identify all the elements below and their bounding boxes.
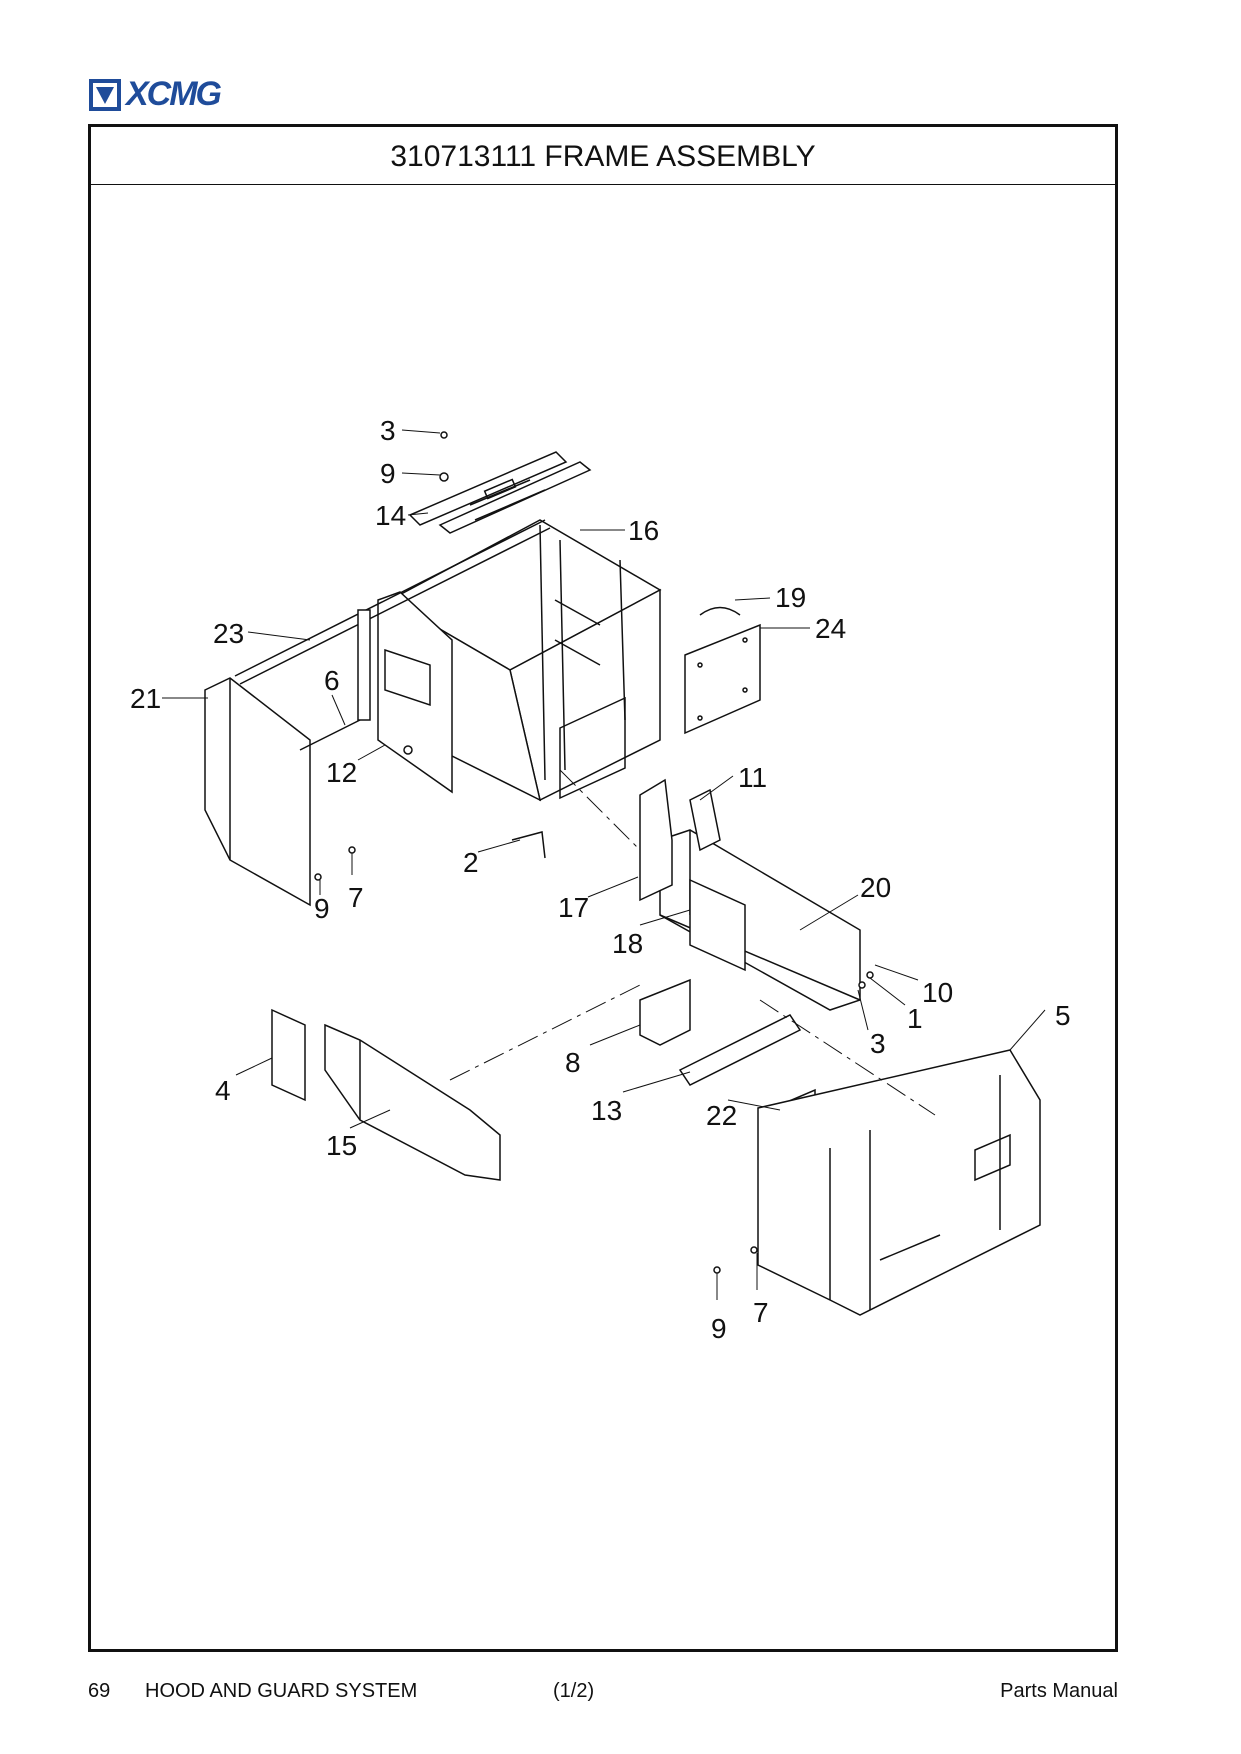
page-title: 310713111 FRAME ASSEMBLY [390, 140, 816, 173]
part-19-clip [699, 606, 741, 616]
callout-9c: 9 [711, 1313, 727, 1344]
leader-lines [162, 429, 1046, 1300]
callout-1: 1 [907, 1003, 923, 1034]
callout-3b: 3 [870, 1028, 886, 1059]
callout-4: 4 [215, 1075, 231, 1106]
callout-13: 13 [591, 1095, 622, 1126]
callout-19: 19 [775, 582, 806, 613]
footer-sheet-indicator: (1/2) [553, 1680, 595, 1702]
part-17-upright [639, 778, 673, 902]
part-20-base-frame [659, 829, 861, 1011]
xcmg-logo: XCMG [88, 75, 246, 113]
part-21-left-cover [204, 677, 361, 907]
callout-15: 15 [326, 1130, 357, 1161]
callout-12: 12 [326, 757, 357, 788]
part-12-wall-panel [377, 591, 453, 794]
drawing-frame: 310713111 FRAME ASSEMBLY [88, 124, 1118, 1652]
part-6-post [357, 609, 371, 721]
part-2-bracket [511, 831, 546, 859]
callout-17: 17 [558, 892, 589, 923]
footer-manual-name: Parts Manual [1000, 1680, 1118, 1702]
xcmg-logo-wordmark: XCMG [126, 75, 222, 113]
footer-section-title: HOOD AND GUARD SYSTEM [145, 1680, 418, 1702]
footer-page-number: 69 [88, 1680, 111, 1702]
part-4-panel [271, 1008, 306, 1102]
callout-9b: 9 [314, 893, 330, 924]
callout-3a: 3 [380, 415, 396, 446]
callout-20: 20 [860, 872, 891, 903]
callout-5: 5 [1055, 1000, 1071, 1031]
callout-11: 11 [738, 762, 767, 793]
part-24-cover-plate [684, 623, 761, 735]
part-5-front-guard [757, 1049, 1041, 1316]
callout-21: 21 [130, 683, 161, 714]
callout-6: 6 [324, 665, 340, 696]
callout-18: 18 [612, 928, 643, 959]
title-bar: 310713111 FRAME ASSEMBLY [91, 127, 1115, 185]
callout-14: 14 [375, 500, 406, 531]
part-8-box [639, 978, 691, 1046]
part-23-rail [234, 519, 546, 677]
xcmg-logo-mark-icon [89, 79, 121, 111]
callout-23: 23 [213, 618, 244, 649]
callout-9a: 9 [380, 458, 396, 489]
callout-2: 2 [463, 847, 479, 878]
part-13-bar [678, 1014, 802, 1086]
callout-10: 10 [922, 977, 953, 1008]
callout-7a: 7 [348, 882, 364, 913]
callout-22: 22 [706, 1100, 737, 1131]
part-11-mount [689, 788, 721, 852]
callout-8: 8 [565, 1047, 581, 1078]
callout-7b: 7 [753, 1297, 769, 1328]
callout-24: 24 [815, 613, 846, 644]
callout-16: 16 [628, 515, 659, 546]
part-14-top-plate [408, 451, 592, 534]
part-15-long-panel [324, 1023, 501, 1181]
